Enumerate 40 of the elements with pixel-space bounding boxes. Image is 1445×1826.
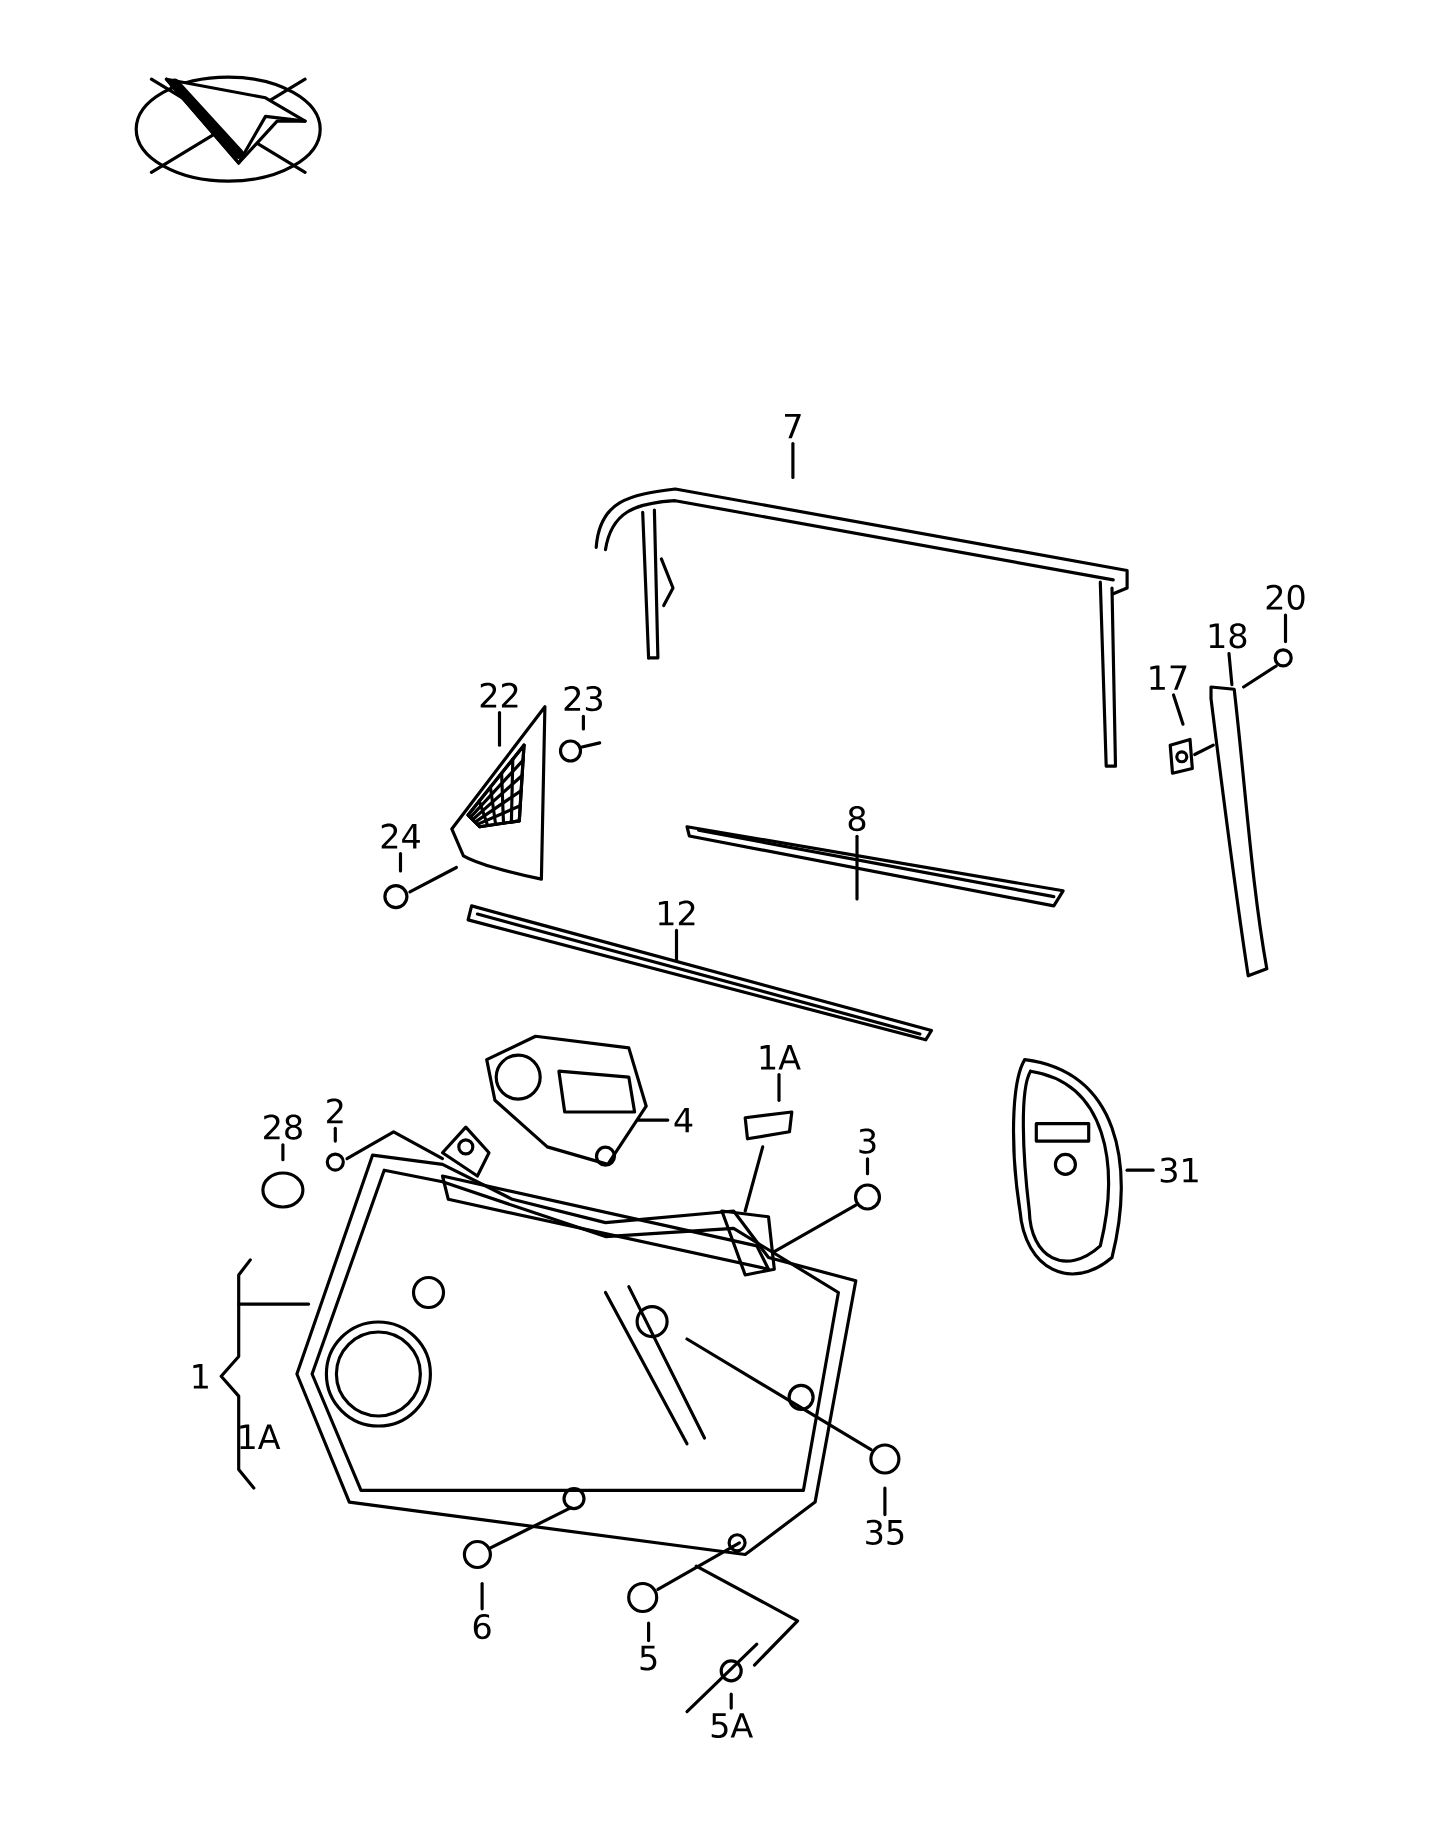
leader-line — [1125, 1168, 1155, 1172]
leader-line — [1227, 651, 1234, 687]
callout-number: 5 — [640, 1645, 657, 1671]
callout-number: 22 — [480, 682, 518, 708]
leader-line — [647, 1621, 651, 1643]
leader-line — [729, 1692, 733, 1710]
callout-number: 2 — [327, 1098, 343, 1124]
leader-line — [883, 1486, 887, 1517]
callout-number: 18 — [1209, 623, 1247, 649]
callout-number: 24 — [381, 823, 420, 849]
callout-number: 20 — [1266, 584, 1305, 610]
leader-line — [636, 1118, 670, 1122]
leader-line — [777, 1073, 781, 1102]
callout-number: 7 — [785, 414, 801, 439]
callout-number: 31 — [1160, 1157, 1198, 1183]
callout-number: 4 — [674, 1107, 693, 1133]
leader-line — [674, 928, 679, 963]
leader-line — [1283, 613, 1288, 644]
leader-line — [398, 851, 403, 873]
leader-line — [281, 1143, 285, 1162]
leader-line — [497, 711, 502, 747]
callout-number: 23 — [564, 685, 602, 712]
leader-line — [581, 714, 585, 731]
callout-number: 8 — [848, 805, 866, 832]
callout-number: 1A — [760, 1045, 801, 1070]
callout-number: 6 — [473, 1613, 491, 1640]
leader-line — [1171, 693, 1185, 726]
leader-line — [791, 441, 795, 479]
callout-number: 28 — [264, 1114, 302, 1140]
callout-number: 3 — [859, 1128, 876, 1154]
callout-number: 5A — [711, 1713, 753, 1739]
callout-number: 35 — [866, 1519, 904, 1545]
callout-number: 1 — [193, 1364, 208, 1389]
callout-number: 1A — [240, 1424, 281, 1449]
callout-number: 12 — [658, 900, 695, 926]
callout-number: 17 — [1150, 665, 1187, 690]
leader-line — [333, 1126, 337, 1143]
leader-line — [865, 1157, 870, 1176]
leader-line — [480, 1582, 484, 1611]
leader-line — [855, 834, 859, 901]
